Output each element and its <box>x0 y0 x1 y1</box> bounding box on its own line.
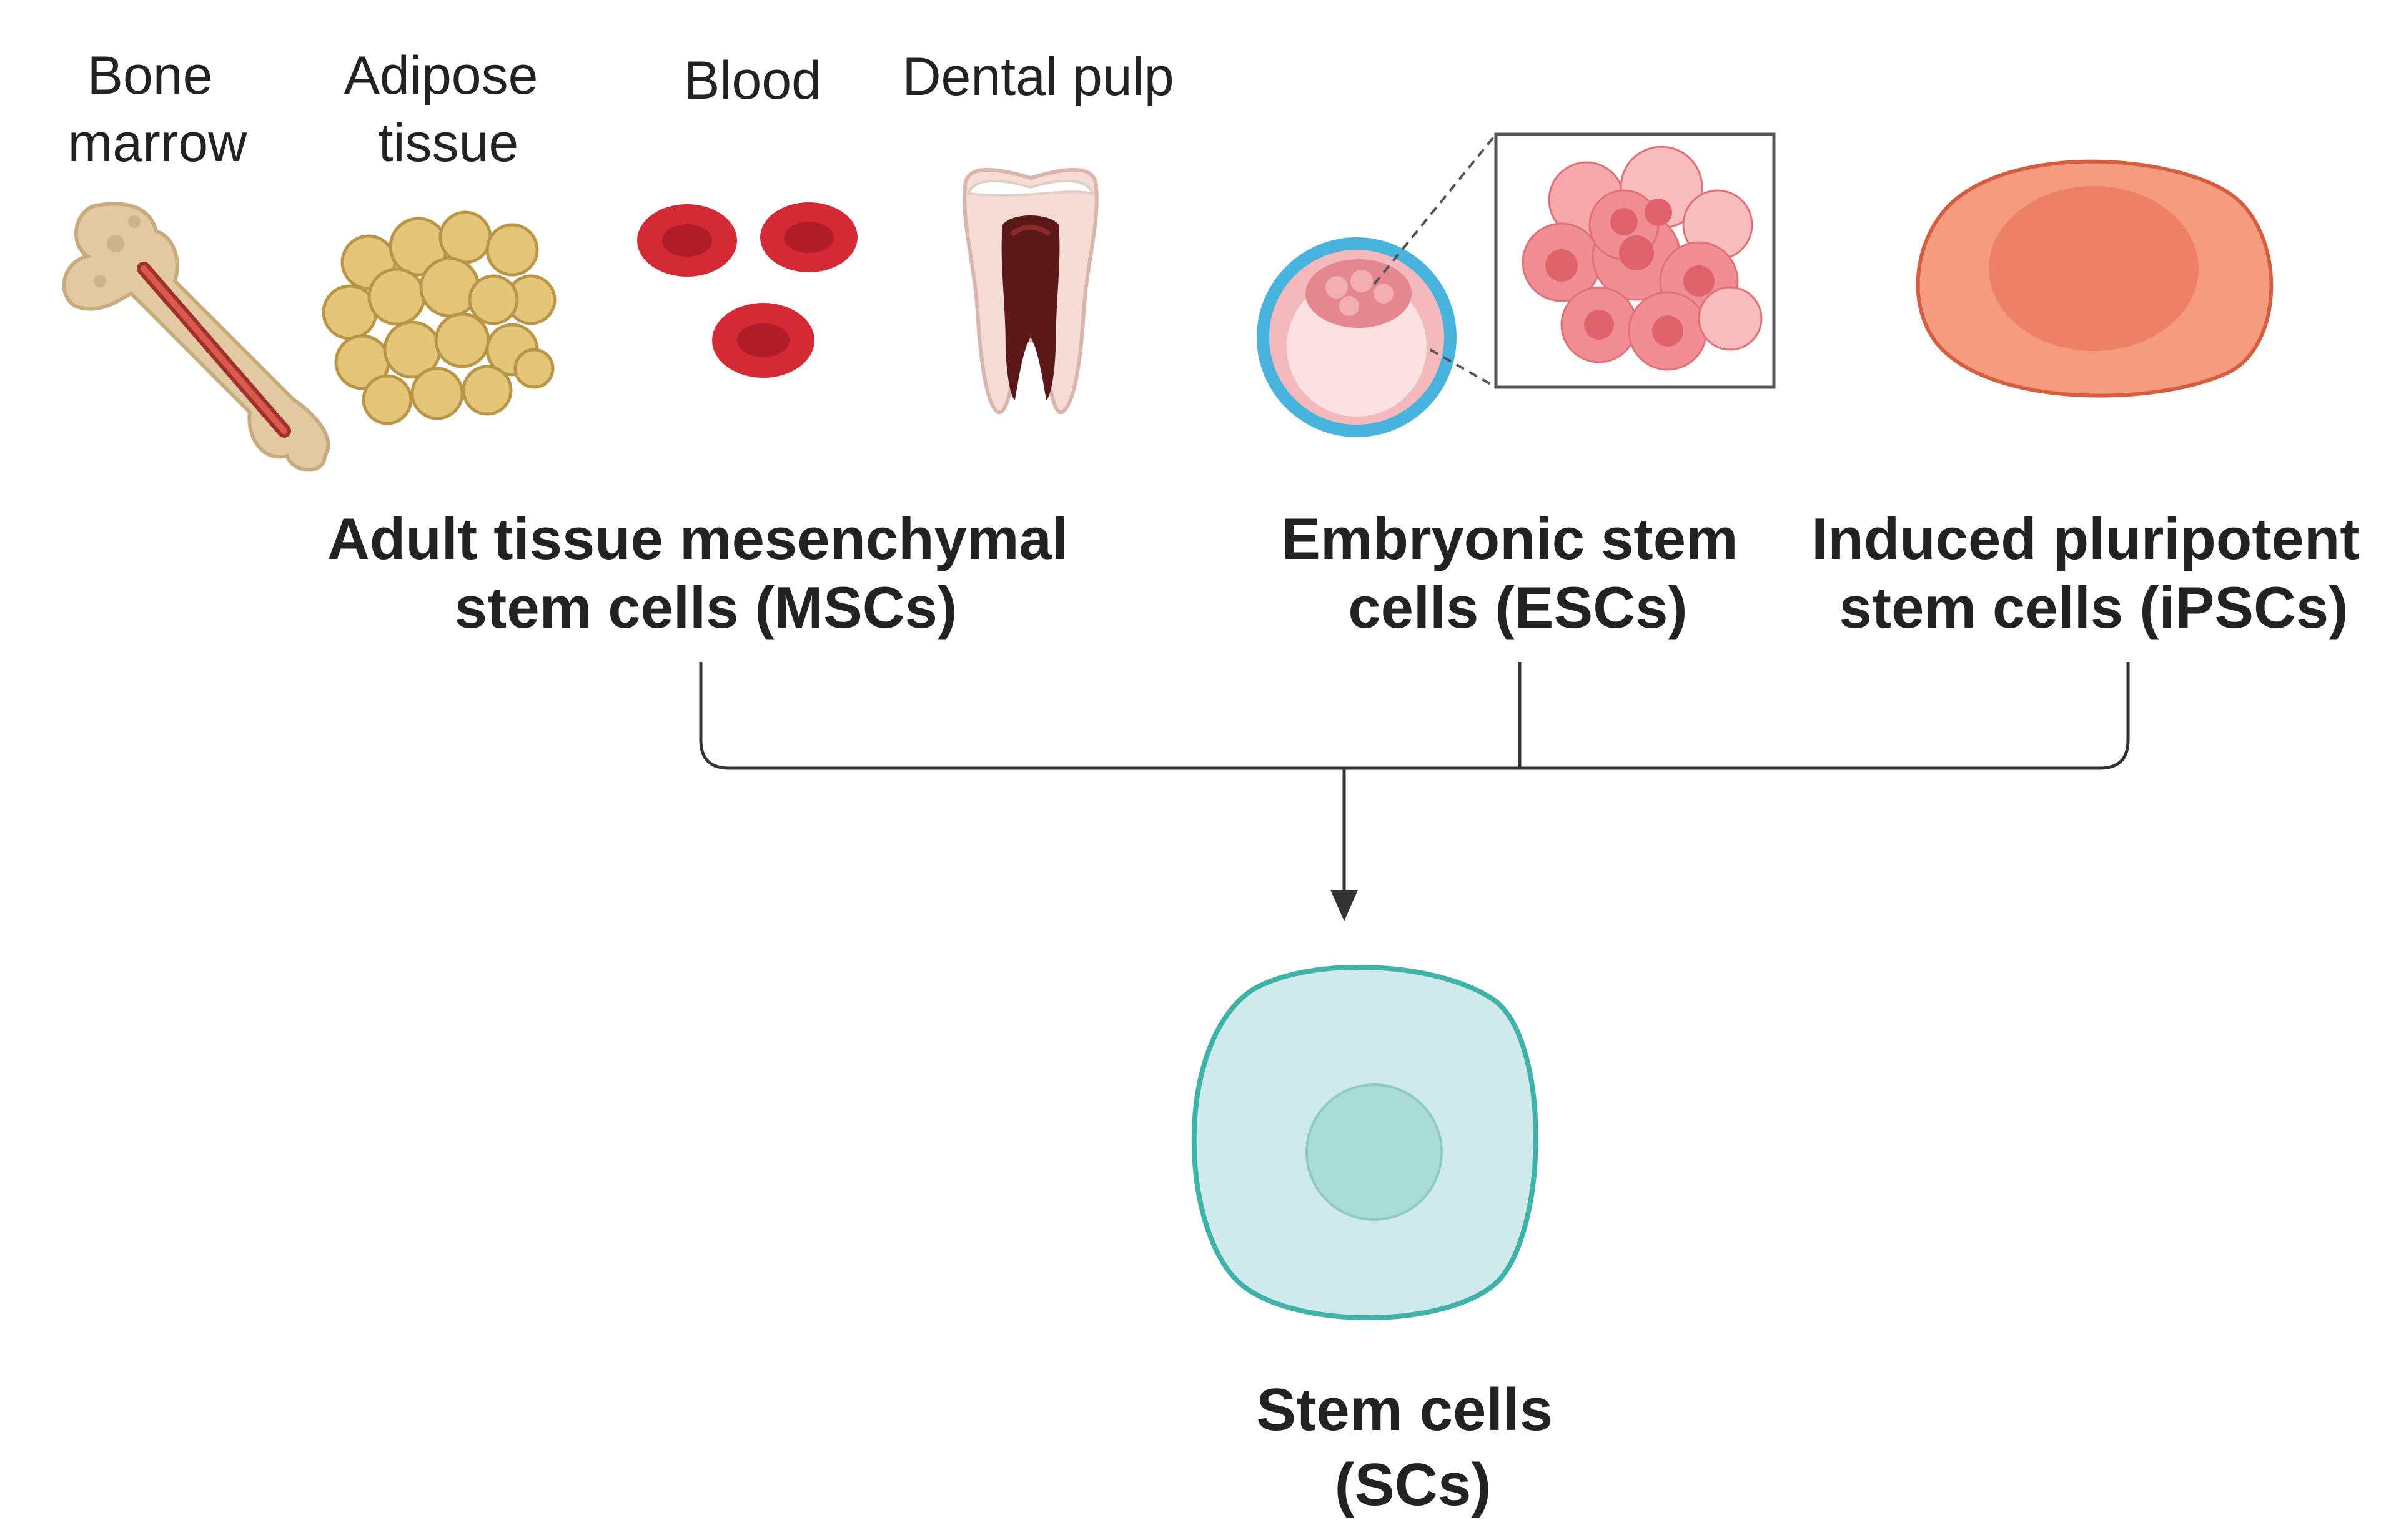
zoom-line-top <box>1373 133 1497 285</box>
escs-label: Embryonic stem cells (ESCs) <box>1281 506 1754 640</box>
tooth-icon <box>963 167 1099 415</box>
blastocyst-icon <box>1257 237 1457 437</box>
arrow-head <box>1330 890 1358 921</box>
adipose-tissue-label: Adipose tissue <box>344 46 553 173</box>
bracket-connector <box>699 662 2130 890</box>
adipose-cells-icon <box>322 210 557 425</box>
ipsc-cell-icon <box>1916 159 2274 398</box>
stem-cell-icon <box>1191 964 1538 1320</box>
mscs-label: Adult tissue mesenchymal stem cells (MSC… <box>327 506 1084 640</box>
esc-cluster-icon <box>1494 132 1776 389</box>
red-blood-cells-icon <box>637 202 858 378</box>
bone-icon <box>62 202 330 472</box>
bone-marrow-label: Bone marrow <box>68 46 248 173</box>
blood-label: Blood <box>684 51 821 111</box>
ipscs-label: Induced pluripotent stem cells (iPSCs) <box>1811 506 2375 640</box>
zoom-line-bottom <box>1430 348 1497 388</box>
stem-cells-label: Stem cells (SCs) <box>1256 1376 1570 1518</box>
dental-pulp-label: Dental pulp <box>902 47 1174 107</box>
